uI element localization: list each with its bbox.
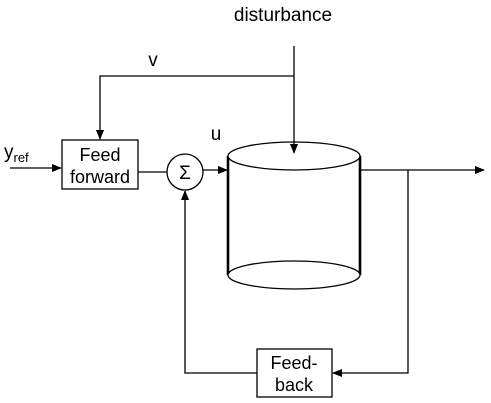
reference-label-subscript: ref [14,150,30,165]
feedforward-label-line1: Feed [79,145,120,165]
tank-bottom-ellipse [227,260,361,290]
sum-symbol: Σ [179,163,191,184]
reference-label: yref [4,142,29,165]
feedforward-block [61,139,139,190]
feedback-to-sum-path [181,190,257,374]
feedforward-label-line2: forward [70,167,130,187]
output-to-feedback-path [332,170,409,377]
v-label: v [148,50,158,71]
feedback-block [256,348,333,398]
feedback-label-line1: Feed- [270,353,317,373]
tank [226,141,362,290]
feedback-label-line2: back [275,375,314,395]
disturbance-label: disturbance [234,5,332,26]
disturbance-measurement-path [96,75,294,140]
u-label: u [211,124,222,145]
reference-label-main: y [4,142,14,163]
